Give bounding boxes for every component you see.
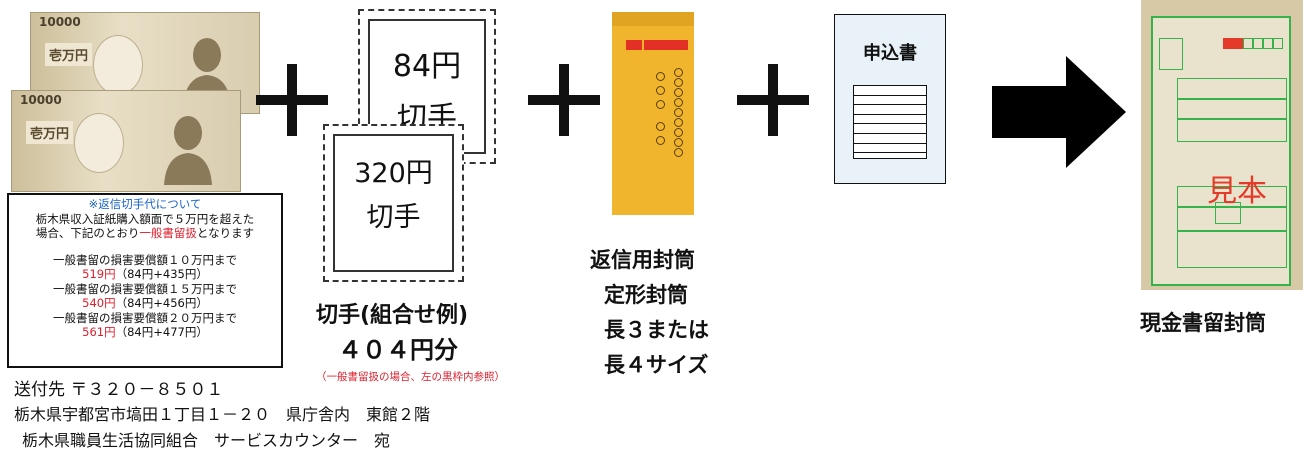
note-item-price: 519円（84円+435円）	[82, 267, 208, 281]
stamp-total: ４０４円分	[338, 336, 458, 364]
note-item-desc: 一般書留の損害要償額１０万円まで	[53, 252, 237, 267]
arrow-right-icon	[992, 56, 1126, 168]
bill-watermark-oval	[74, 113, 124, 173]
plus-icon	[256, 64, 328, 136]
application-form-icon: 申込書	[834, 14, 946, 184]
bill-watermark-oval	[93, 35, 143, 95]
bill-name: 壱万円	[26, 121, 74, 144]
stamp-caption-note: （一般書留扱の場合、左の黒枠内参照）	[316, 371, 505, 383]
envelope-label-3: 長３または	[604, 318, 709, 342]
envelope-label-2: 定形封筒	[604, 283, 688, 307]
envelope-label-4: 長４サイズ	[604, 353, 709, 377]
address-line1: 送付先 〒３２０－８５０１	[14, 380, 224, 400]
note-item-price: 561円（84円+477円）	[82, 325, 208, 339]
return-postage-note-box: ※返信切手代について 栃木県収入証紙購入額面で５万円を超えた 場合、下記のとおり…	[7, 193, 283, 368]
stamp-320-yen: 320円 切手	[323, 124, 464, 282]
banknote-10000-yen: 10000 壱万円	[11, 90, 241, 192]
portrait-silhouette-icon	[164, 116, 212, 185]
bill-denomination: 10000	[39, 15, 81, 29]
address-line3: 栃木県職員生活協同組合 サービスカウンター 宛	[22, 431, 391, 450]
note-title: ※返信切手代について	[88, 197, 202, 211]
bill-name: 壱万円	[45, 43, 93, 66]
return-envelope-icon	[612, 12, 694, 215]
registered-envelope-caption: 現金書留封筒	[1140, 311, 1266, 335]
registered-cash-envelope-icon: 見本	[1141, 0, 1303, 290]
note-item-desc: 一般書留の損害要償額１５万円まで	[53, 281, 237, 296]
plus-icon	[737, 64, 809, 136]
note-item-price: 540円（84円+456円）	[82, 296, 208, 310]
stamp-84-value: 84円	[392, 49, 462, 84]
address-line2: 栃木県宇都宮市塙田１丁目１－２０ 県庁舎内 東館２階	[14, 405, 431, 424]
note-line2: 場合、下記のとおり一般書留扱となります	[35, 226, 255, 240]
note-line1: 栃木県収入証紙購入額面で５万円を超えた	[35, 211, 255, 226]
sample-stamp-text: 見本	[1207, 174, 1267, 209]
stamp-320-value: 320円	[354, 158, 433, 189]
plus-icon	[528, 64, 600, 136]
application-form-title: 申込書	[863, 43, 917, 64]
stamp-320-label: 切手	[366, 202, 421, 233]
envelope-label-1: 返信用封筒	[590, 248, 695, 272]
bill-denomination: 10000	[20, 93, 62, 107]
note-item-desc: 一般書留の損害要償額２０万円まで	[53, 310, 237, 325]
stamp-caption: 切手(組合せ例)	[316, 303, 469, 328]
